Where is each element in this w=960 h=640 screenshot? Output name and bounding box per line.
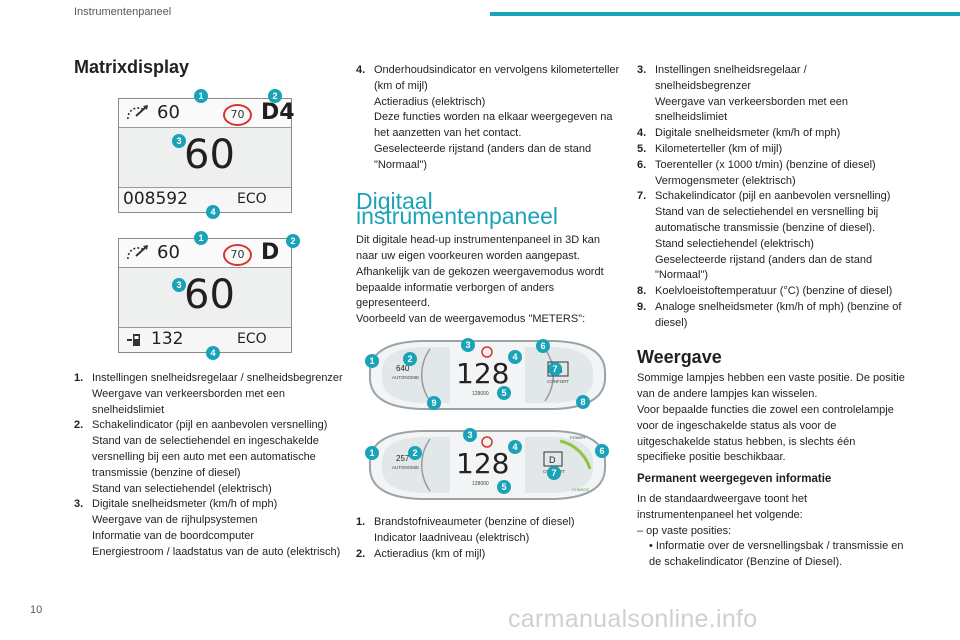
gear-indicator: D4 bbox=[261, 100, 295, 125]
drive-mode: ECO bbox=[237, 331, 267, 347]
digital-panel-meters-2: 128 128000 257 AUTONOMIE D CONFORT POWER… bbox=[368, 430, 607, 500]
panel-range-label: AUTONOMIE bbox=[392, 375, 419, 380]
list-item: 2.Schakelindicator (pijl en aanbevolen v… bbox=[74, 419, 328, 495]
callout-badge-5: 5 bbox=[497, 386, 511, 400]
callout-badge-3: 3 bbox=[172, 278, 186, 292]
running-header: Instrumentenpaneel bbox=[74, 6, 172, 18]
charge-label: CHARGE bbox=[572, 487, 589, 492]
dash-item: – op vaste posities: bbox=[637, 524, 732, 537]
left-column: Matrixdisplay bbox=[74, 57, 344, 77]
middle-column-top: 4.Onderhoudsindicator en vervolgens kilo… bbox=[356, 63, 624, 328]
callout-badge-1: 1 bbox=[365, 354, 379, 368]
list-item: 1.Brandstofniveaumeter (benzine of diese… bbox=[356, 516, 575, 544]
list-item: 8.Koelvloeistoftemperatuur (°C) (benzine… bbox=[637, 285, 893, 298]
callout-badge-3: 3 bbox=[172, 134, 186, 148]
list-item: 2.Actieradius (km of mijl) bbox=[356, 547, 486, 560]
callout-badge-5: 5 bbox=[497, 480, 511, 494]
list-item: 1.Instellingen snelheidsregelaar / snelh… bbox=[74, 372, 343, 416]
watermark: carmanualsonline.info bbox=[508, 605, 758, 633]
callout-badge-2: 2 bbox=[286, 234, 300, 248]
callout-badge-6: 6 bbox=[595, 444, 609, 458]
digital-legend: 1.Brandstofniveaumeter (benzine of diese… bbox=[356, 515, 624, 562]
fuel-pump-icon bbox=[127, 334, 140, 346]
callout-badge-1: 1 bbox=[194, 231, 208, 245]
digital-panel-meters-1: 128 128000 640 AUTONOMIE D3 CONFORT bbox=[368, 340, 607, 410]
callout-badge-8: 8 bbox=[576, 395, 590, 409]
callout-badge-4: 4 bbox=[206, 346, 220, 360]
cruise-control-icon bbox=[127, 245, 148, 260]
list-item: 3.Digitale snelheidsmeter (km/h of mph)W… bbox=[74, 498, 341, 558]
panel-odometer: 128000 bbox=[472, 481, 489, 487]
cruise-speed: 60 bbox=[157, 242, 180, 263]
bullet-item: • Informatie over de versnellingsbak / t… bbox=[649, 540, 904, 569]
panel-odometer: 128000 bbox=[472, 391, 489, 397]
callout-badge-7: 7 bbox=[548, 362, 562, 376]
callout-badge-4: 4 bbox=[508, 440, 522, 454]
digital-speed: 60 bbox=[184, 132, 235, 178]
speed-limit-sign: 70 bbox=[223, 104, 252, 126]
callout-badge-6: 6 bbox=[536, 339, 550, 353]
panel-range: 640 bbox=[396, 364, 410, 373]
list-item: 7.Schakelindicator (pijl en aanbevolen v… bbox=[637, 190, 891, 282]
permanent-title: Permanent weergegeven informatie bbox=[637, 473, 832, 486]
panel-speed: 128 bbox=[456, 447, 509, 480]
permanent-text: In de standaardweergave toont het instru… bbox=[637, 492, 808, 521]
panel-range-label: AUTONOMIE bbox=[392, 465, 419, 470]
odometer: 008592 bbox=[123, 189, 188, 209]
matrix-display-1: 60 70 D4 60 008592 ECO bbox=[118, 98, 295, 213]
list-item: 4.Onderhoudsindicator en vervolgens kilo… bbox=[356, 64, 620, 171]
list-item: 4.Digitale snelheidsmeter (km/h of mph) bbox=[637, 127, 841, 140]
weergave-text: Voor bepaalde functies die zowel een con… bbox=[637, 403, 894, 464]
right-column: 3.Instellingen snelheidsregelaar / snelh… bbox=[637, 63, 905, 571]
cruise-speed: 60 bbox=[157, 102, 180, 123]
drive-mode: ECO bbox=[237, 191, 267, 207]
callout-badge-2: 2 bbox=[268, 89, 282, 103]
gear-indicator: D bbox=[261, 240, 280, 265]
callout-badge-4: 4 bbox=[206, 205, 220, 219]
cruise-control-icon bbox=[127, 105, 148, 120]
panel-mode: CONFORT bbox=[547, 379, 569, 384]
callout-badge-3: 3 bbox=[463, 428, 477, 442]
callout-badge-3: 3 bbox=[461, 338, 475, 352]
callout-badge-9: 9 bbox=[427, 396, 441, 410]
speed-limit-sign: 70 bbox=[223, 244, 252, 266]
callout-badge-7: 7 bbox=[547, 466, 561, 480]
panel-gear: D bbox=[549, 455, 556, 465]
header-accent-bar bbox=[490, 12, 960, 16]
callout-badge-2: 2 bbox=[403, 352, 417, 366]
intro-text: Voorbeeld van de weergavemodus "METERS": bbox=[356, 313, 586, 326]
matrix-legend: 1.Instellingen snelheidsregelaar / snelh… bbox=[74, 371, 344, 561]
page-number: 10 bbox=[30, 604, 43, 616]
intro-text: Afhankelijk van de gekozen weergavemodus… bbox=[356, 265, 604, 310]
digital-panel-title: Digitaal instrumentenpaneel bbox=[356, 187, 559, 230]
list-item: 9.Analoge snelheidsmeter (km/h of mph) (… bbox=[637, 300, 902, 329]
power-label: POWER bbox=[570, 435, 585, 440]
callout-badge-4: 4 bbox=[508, 350, 522, 364]
fuel-range: 132 bbox=[151, 329, 184, 349]
digital-speed: 60 bbox=[184, 272, 235, 318]
callout-badge-2: 2 bbox=[408, 446, 422, 460]
weergave-text: Sommige lampjes hebben een vaste positie… bbox=[637, 372, 905, 401]
list-item: 5.Kilometerteller (km of mijl) bbox=[637, 142, 783, 155]
callout-badge-1: 1 bbox=[365, 446, 379, 460]
list-item: 3.Instellingen snelheidsregelaar / snelh… bbox=[637, 64, 849, 124]
list-item: 6.Toerenteller (x 1000 t/min) (benzine o… bbox=[637, 158, 876, 187]
panel-range: 257 bbox=[396, 454, 410, 463]
matrix-display-2: 60 70 D 60 132 ECO bbox=[118, 238, 292, 353]
matrix-title: Matrixdisplay bbox=[74, 57, 190, 77]
panel-speed: 128 bbox=[456, 357, 509, 390]
callout-badge-1: 1 bbox=[194, 89, 208, 103]
weergave-title: Weergave bbox=[637, 346, 722, 367]
intro-text: Dit digitale head-up instrumentenpaneel … bbox=[356, 234, 600, 262]
